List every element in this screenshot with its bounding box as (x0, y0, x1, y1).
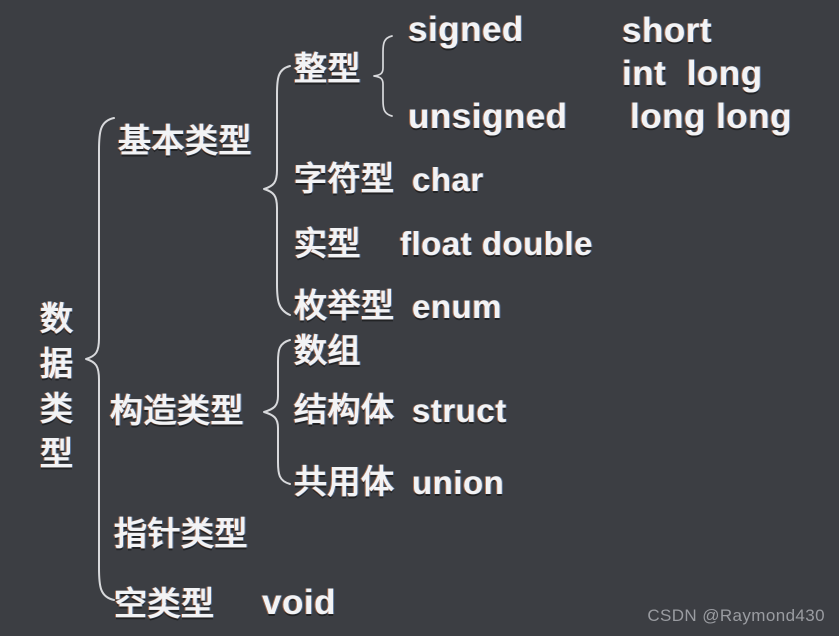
node-real-type: 实型 (294, 225, 361, 262)
keyword-void: void (262, 583, 336, 622)
keyword-char: char (412, 161, 484, 198)
root-brace (85, 117, 115, 601)
node-width-int-long: int long (622, 54, 763, 93)
node-character-type: 字符型 (294, 160, 395, 197)
node-pointer-type: 指针类型 (114, 515, 248, 552)
node-enum-type: 枚举型 (294, 287, 395, 324)
keyword-struct: struct (412, 392, 507, 429)
root-char-1: 数 (40, 300, 73, 337)
root-node-data-type: 数 据 类 型 (40, 296, 73, 476)
keyword-union: union (412, 464, 505, 501)
node-signed: signed (408, 10, 524, 49)
node-width-long-long: long long (630, 97, 792, 136)
basic-type-brace (263, 65, 291, 316)
keyword-float-double: float double (400, 225, 593, 262)
root-char-4: 型 (40, 435, 73, 472)
node-integer-type: 整型 (294, 50, 361, 87)
integer-brace (373, 35, 393, 117)
root-char-2: 据 (40, 345, 73, 382)
watermark-credit: CSDN @Raymond430 (647, 606, 825, 625)
node-struct-type: 结构体 (294, 391, 395, 428)
node-basic-type: 基本类型 (118, 122, 252, 159)
node-width-short: short (622, 11, 712, 50)
node-unsigned: unsigned (408, 97, 568, 136)
keyword-enum: enum (412, 288, 503, 325)
node-array-type: 数组 (294, 332, 361, 369)
root-char-3: 类 (40, 390, 73, 427)
construct-type-brace (263, 339, 291, 485)
node-union-type: 共用体 (294, 463, 395, 500)
node-construct-type: 构造类型 (110, 392, 244, 429)
node-void-type: 空类型 (114, 585, 215, 622)
